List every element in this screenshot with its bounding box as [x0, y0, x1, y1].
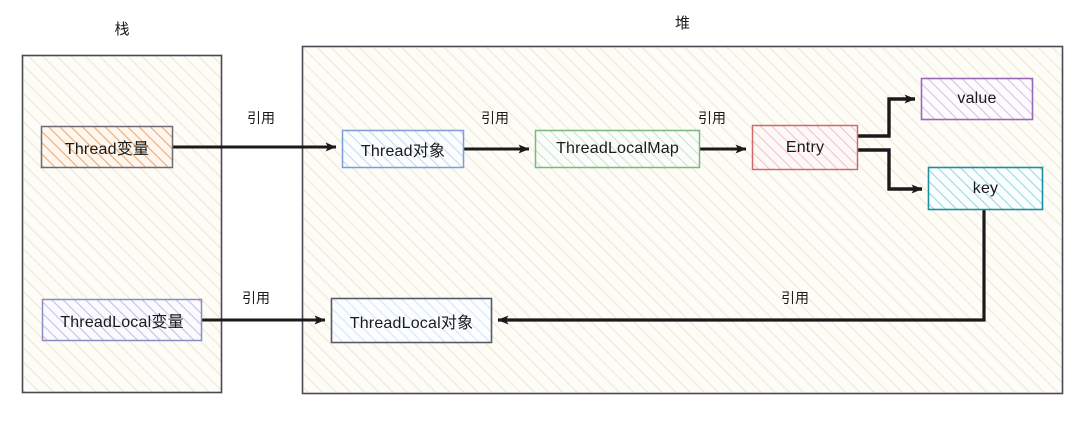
node-label-key[interactable]: key — [928, 167, 1043, 210]
edge-entry-to-key — [858, 148, 923, 194]
node-label-value[interactable]: value — [921, 78, 1033, 120]
node-thread-var[interactable] — [40, 125, 174, 169]
edge-label-key-threadlocal-ref: 引用 — [781, 290, 809, 306]
node-label-thread-object[interactable]: Thread对象 — [342, 130, 464, 168]
thread-object-text: Thread对象 — [360, 143, 446, 160]
edge-label-threadlocal-var-ref: 引用 — [242, 290, 270, 306]
edge-label-thread-object-ref: 引用 — [481, 110, 509, 126]
thread-var-text: Thread变量 — [64, 141, 150, 158]
node-value[interactable] — [920, 77, 1034, 121]
stack-region-title: 栈 — [114, 21, 130, 38]
node-key[interactable] — [927, 166, 1044, 211]
node-label-threadlocal-var[interactable]: ThreadLocal变量 — [42, 299, 202, 341]
node-label-entry[interactable]: Entry — [752, 125, 858, 170]
edge-key-to-threadlocal-object — [497, 210, 986, 325]
stack-region — [21, 54, 223, 394]
threadlocalmap-text: ThreadLocalMap — [556, 140, 679, 157]
node-thread-object[interactable] — [341, 129, 465, 169]
key-text: key — [972, 179, 999, 197]
node-label-thread-var[interactable]: Thread变量 — [41, 126, 173, 168]
node-label-threadlocalmap[interactable]: ThreadLocalMap — [535, 130, 700, 168]
threadlocal-object-text: ThreadLocal对象 — [349, 314, 474, 332]
node-threadlocal-object[interactable] — [330, 297, 493, 344]
node-label-threadlocal-object[interactable]: ThreadLocal对象 — [331, 298, 492, 343]
node-threadlocalmap[interactable] — [534, 129, 701, 169]
edge-label-map-entry-ref: 引用 — [698, 110, 726, 126]
value-text: value — [957, 90, 997, 107]
edge-entry-to-value — [858, 94, 916, 138]
edge-label-thread-var-ref: 引用 — [247, 110, 275, 126]
threadlocal-var-text: ThreadLocal变量 — [60, 314, 184, 331]
node-threadlocal-var[interactable] — [41, 298, 203, 342]
entry-text: Entry — [785, 138, 825, 156]
node-entry[interactable] — [751, 124, 859, 171]
heap-region-title: 堆 — [674, 15, 690, 32]
